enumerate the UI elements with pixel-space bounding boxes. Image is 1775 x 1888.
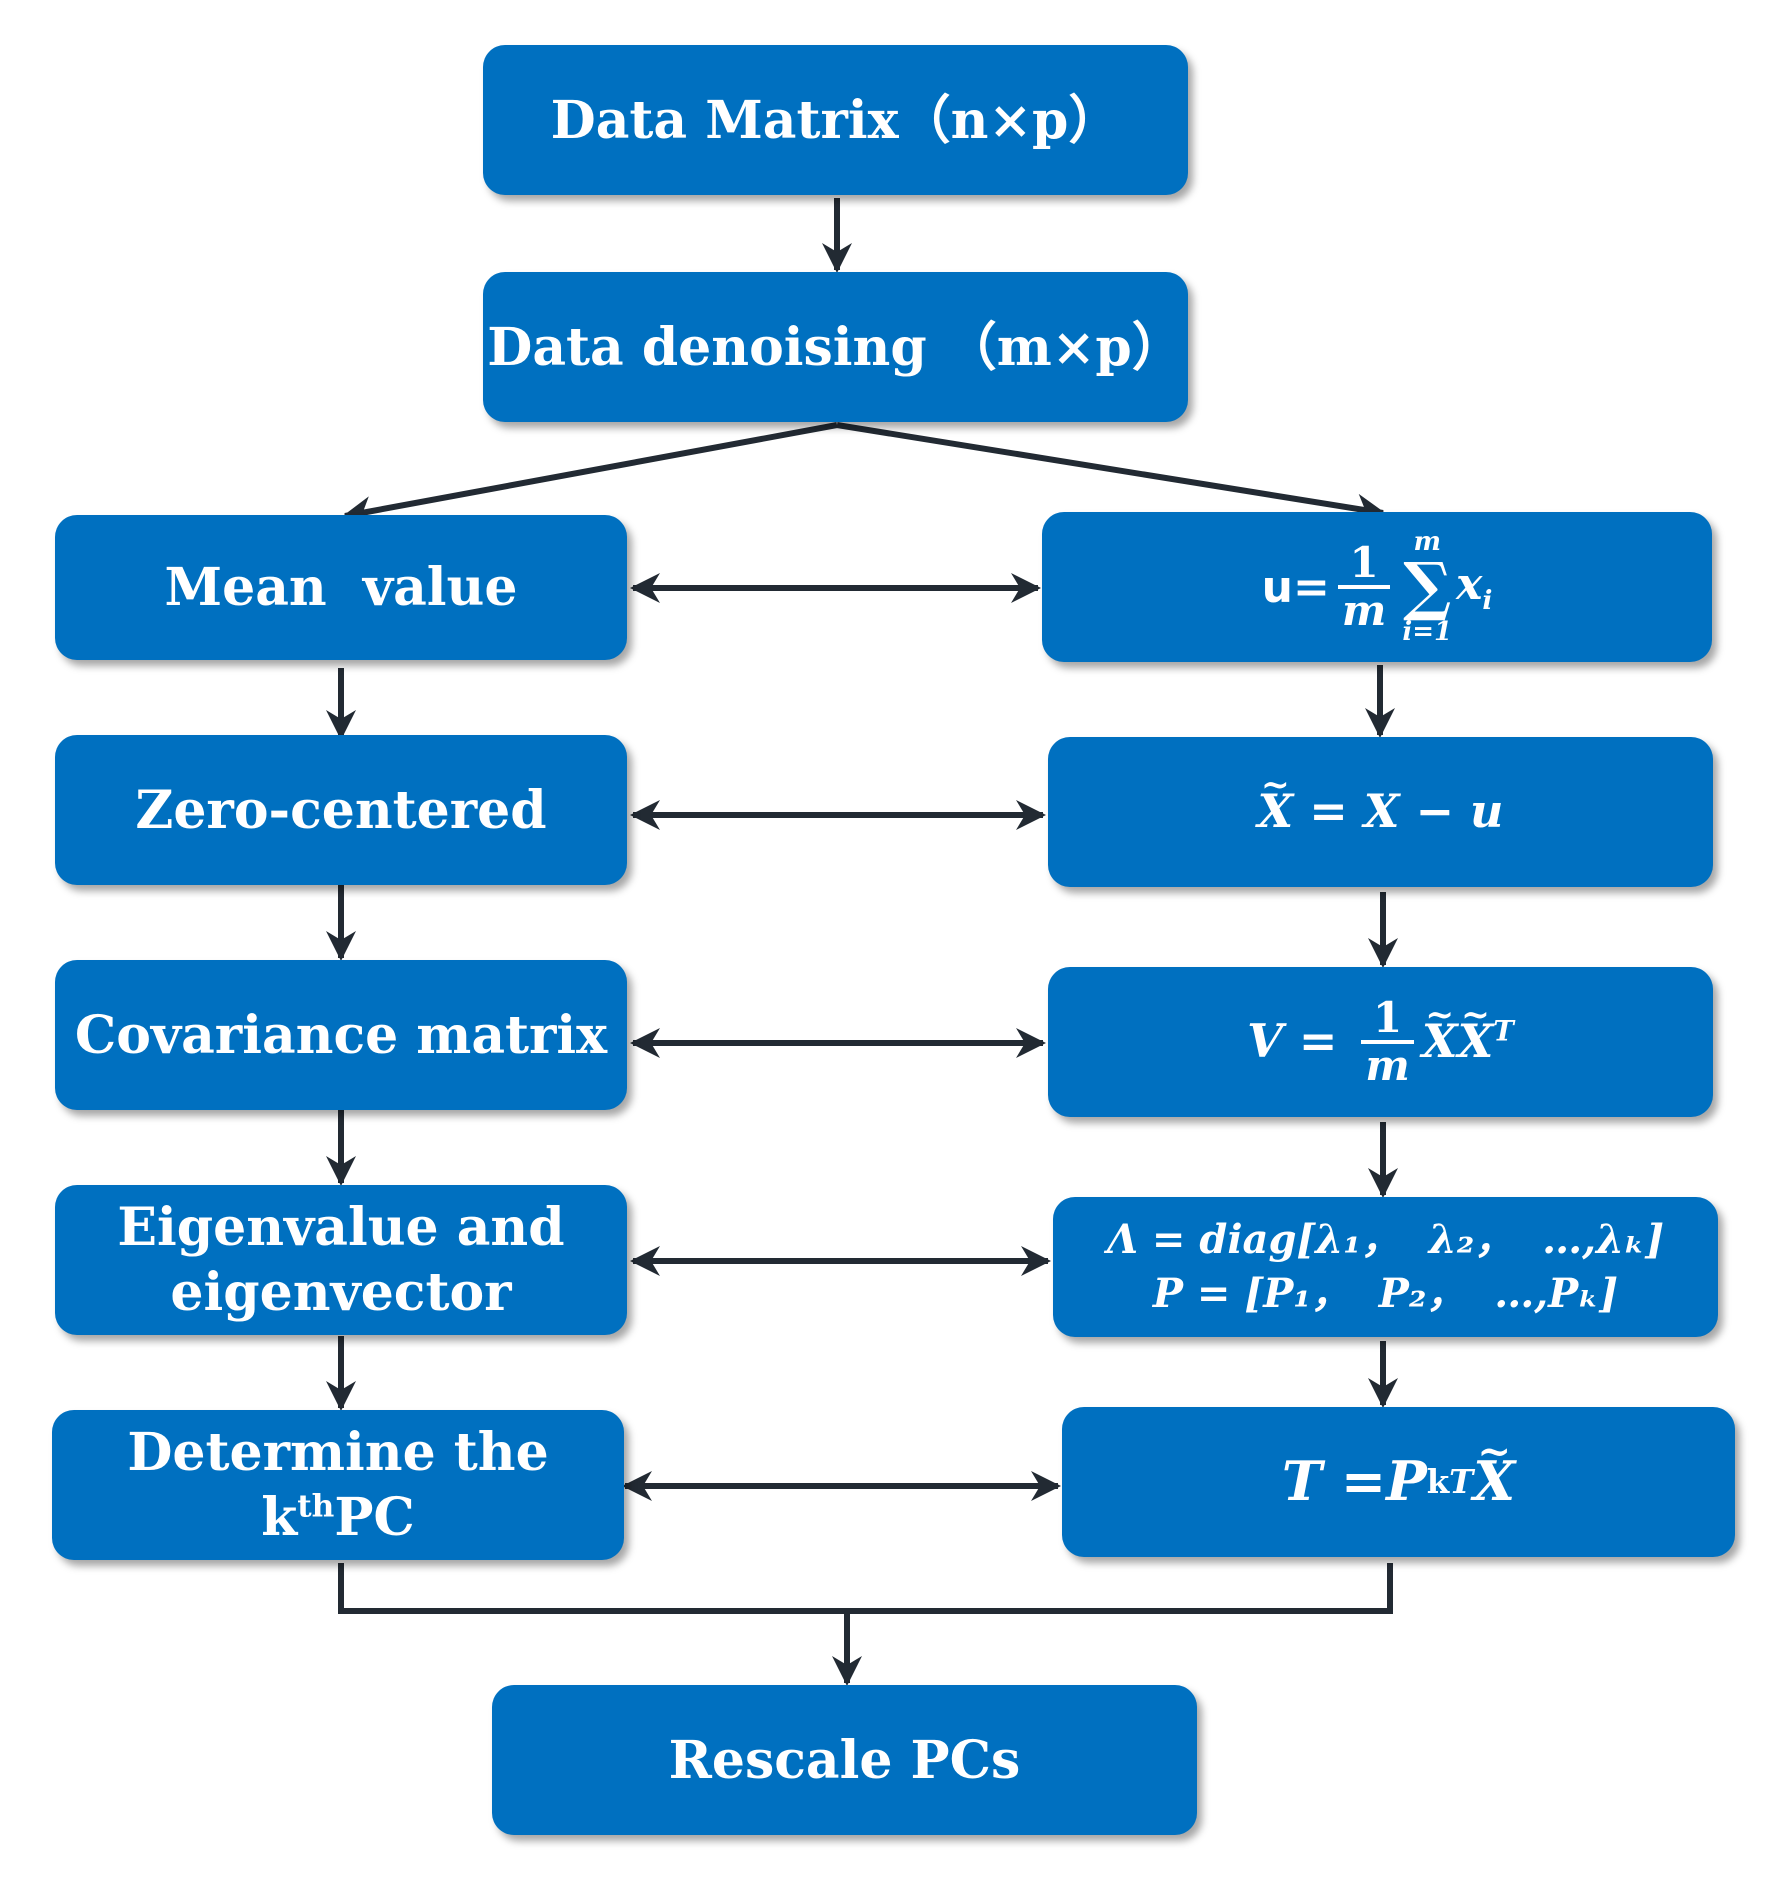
box-covariance-matrix: Covariance matrix [55,960,627,1110]
arrow-denoising-to-mean-formula [836,422,1386,524]
cov-formula-fraction: 1 m [1361,992,1414,1088]
cov-formula-x2: X [1458,1013,1494,1071]
zero-formula-rest: = X − u [1293,784,1504,839]
zero-formula-x-tilde: X [1258,783,1294,841]
determine-pc: PC [334,1487,415,1548]
score-formula-sub: k [1426,1462,1450,1501]
cov-formula-sup: T [1493,1014,1514,1048]
box-eigen-line2: eigenvector [170,1262,512,1323]
cov-formula-x1: X [1422,1013,1458,1071]
box-determine-line2: kthPC [261,1485,415,1550]
box-rescale-pcs-label: Rescale PCs [668,1729,1021,1791]
box-zero-formula: X = X − u [1048,737,1713,887]
mean-formula-lhs: u= [1261,561,1330,613]
box-score-formula: T =PkTX [1062,1407,1735,1557]
box-mean-value-label: Mean value [164,557,518,618]
determine-k: k [261,1487,298,1548]
box-eigen: Eigenvalue and eigenvector [55,1185,627,1335]
cov-formula-den: m [1361,1040,1414,1088]
box-data-matrix: Data Matrix（n×p） [483,45,1188,195]
box-data-denoising-label: Data denoising （m×p） [487,316,1184,378]
box-determine-line1: Determine the [127,1422,549,1483]
box-rescale-pcs: Rescale PCs [492,1685,1197,1835]
mean-formula-sigma: ∑ [1403,549,1452,624]
box-zero-centered: Zero-centered [55,735,627,885]
box-cov-formula: V = 1 m X XT [1048,967,1713,1117]
cov-formula-lhs: V = [1247,1014,1354,1069]
box-eigen-line1: Eigenvalue and [117,1197,565,1258]
score-formula-x: X [1473,1448,1515,1516]
box-data-matrix-label: Data Matrix（n×p） [550,89,1121,151]
box-mean-formula: u= 1 m m ∑ i=1 xi [1042,512,1712,662]
box-data-denoising: Data denoising （m×p） [483,272,1188,422]
box-covariance-matrix-label: Covariance matrix [74,1004,608,1066]
determine-th: th [297,1488,335,1525]
mean-formula-fraction: 1 m [1337,537,1391,633]
arrow-denoising-to-mean [342,422,838,526]
box-mean-value: Mean value [55,515,627,660]
mean-formula-sum-bottom: i=1 [1402,617,1453,647]
mean-formula-sum-top: m [1413,527,1441,557]
score-formula-lhs: T =P [1281,1449,1427,1514]
box-zero-centered-label: Zero-centered [135,779,547,841]
eigen-formula-line2: P = [P₁， P₂， …,Pₖ] [1152,1270,1619,1317]
cov-formula-num: 1 [1373,992,1403,1042]
mean-formula-den: m [1337,585,1391,633]
score-formula-sup: T [1449,1462,1474,1501]
merge-line [338,1563,1393,1614]
box-eigen-formula: Λ = diag[λ₁， λ₂， …,λₖ] P = [P₁， P₂， …,Pₖ… [1053,1197,1718,1337]
eigen-formula-line1: Λ = diag[λ₁， λ₂， …,λₖ] [1106,1216,1665,1263]
cov-formula-x2-wrap: XT [1458,1013,1514,1071]
box-determine-pc: Determine the kthPC [52,1410,624,1560]
mean-formula-term: xi [1456,559,1493,616]
mean-formula-num: 1 [1349,537,1379,587]
mean-formula-sum: m ∑ i=1 [1402,529,1452,645]
